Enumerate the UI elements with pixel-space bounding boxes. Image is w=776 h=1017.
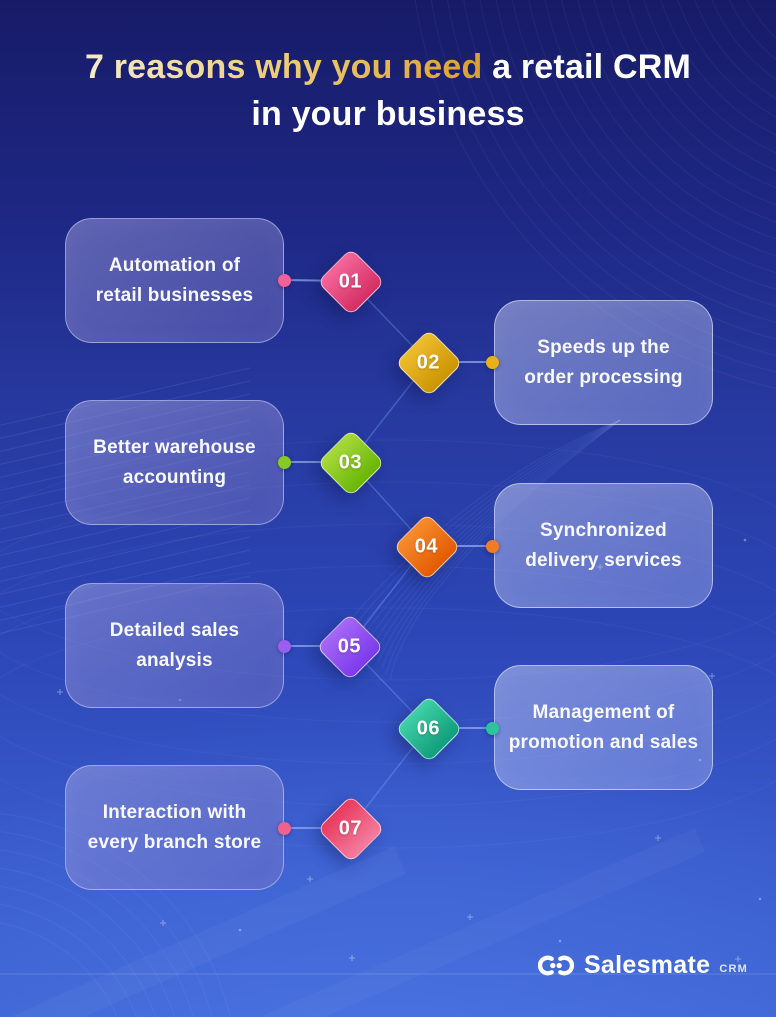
connector-dot-05 [277, 639, 291, 653]
reason-box-07: Interaction with every branch store [65, 765, 284, 890]
step-diamond-02: 02 [395, 329, 463, 397]
step-number-05: 05 [338, 635, 362, 658]
reason-box-05: Detailed sales analysis [65, 583, 284, 708]
connector-dot-02 [485, 355, 499, 369]
brand-suffix: CRM [719, 963, 748, 975]
reason-label-03: Better warehouse accounting [93, 436, 256, 488]
step-number-01: 01 [339, 270, 363, 293]
reason-label-07: Interaction with every branch store [87, 801, 262, 853]
reason-label-05: Detailed sales analysis [109, 619, 240, 671]
step-number-02: 02 [417, 351, 441, 374]
step-number-06: 06 [417, 717, 441, 740]
step-number-04: 04 [415, 535, 439, 558]
connector-dot-04 [485, 539, 499, 553]
reason-label-02: Speeds up the order processing [524, 336, 683, 388]
connector-dot-06 [485, 721, 499, 735]
title-line1-rest: a retail CRM [482, 48, 691, 86]
reason-label-04: Synchronized delivery services [525, 519, 682, 571]
reason-box-06: Management of promotion and sales [494, 665, 713, 790]
title-line1: 7 reasons why you need a retail CRM [0, 44, 776, 91]
salesmate-logo-icon [537, 955, 574, 976]
reason-box-03: Better warehouse accounting [65, 400, 284, 525]
brand-footer: Salesmate CRM [537, 951, 748, 980]
reason-label-01: Automation of retail businesses [95, 254, 254, 306]
connector-dot-01 [277, 273, 291, 287]
reason-box-02: Speeds up the order processing [494, 300, 713, 425]
connector-dot-03 [277, 455, 291, 469]
step-diamond-04: 04 [393, 513, 461, 581]
step-diamond-07: 07 [317, 795, 385, 863]
reason-label-06: Management of promotion and sales [508, 701, 699, 753]
brand-name: Salesmate [583, 951, 711, 979]
title-highlight: 7 reasons why you need [85, 48, 483, 86]
title-line2: in your business [251, 95, 525, 133]
step-diamond-01: 01 [317, 248, 385, 316]
step-diamond-05: 05 [316, 613, 384, 681]
step-diamond-03: 03 [317, 429, 385, 497]
reason-box-01: Automation of retail businesses [65, 218, 284, 343]
step-number-07: 07 [339, 817, 363, 840]
connector-dot-07 [277, 821, 291, 835]
step-diamond-06: 06 [395, 695, 463, 763]
reason-box-04: Synchronized delivery services [494, 483, 713, 608]
step-number-03: 03 [339, 451, 363, 474]
page-title: 7 reasons why you need a retail CRM in y… [0, 44, 776, 138]
